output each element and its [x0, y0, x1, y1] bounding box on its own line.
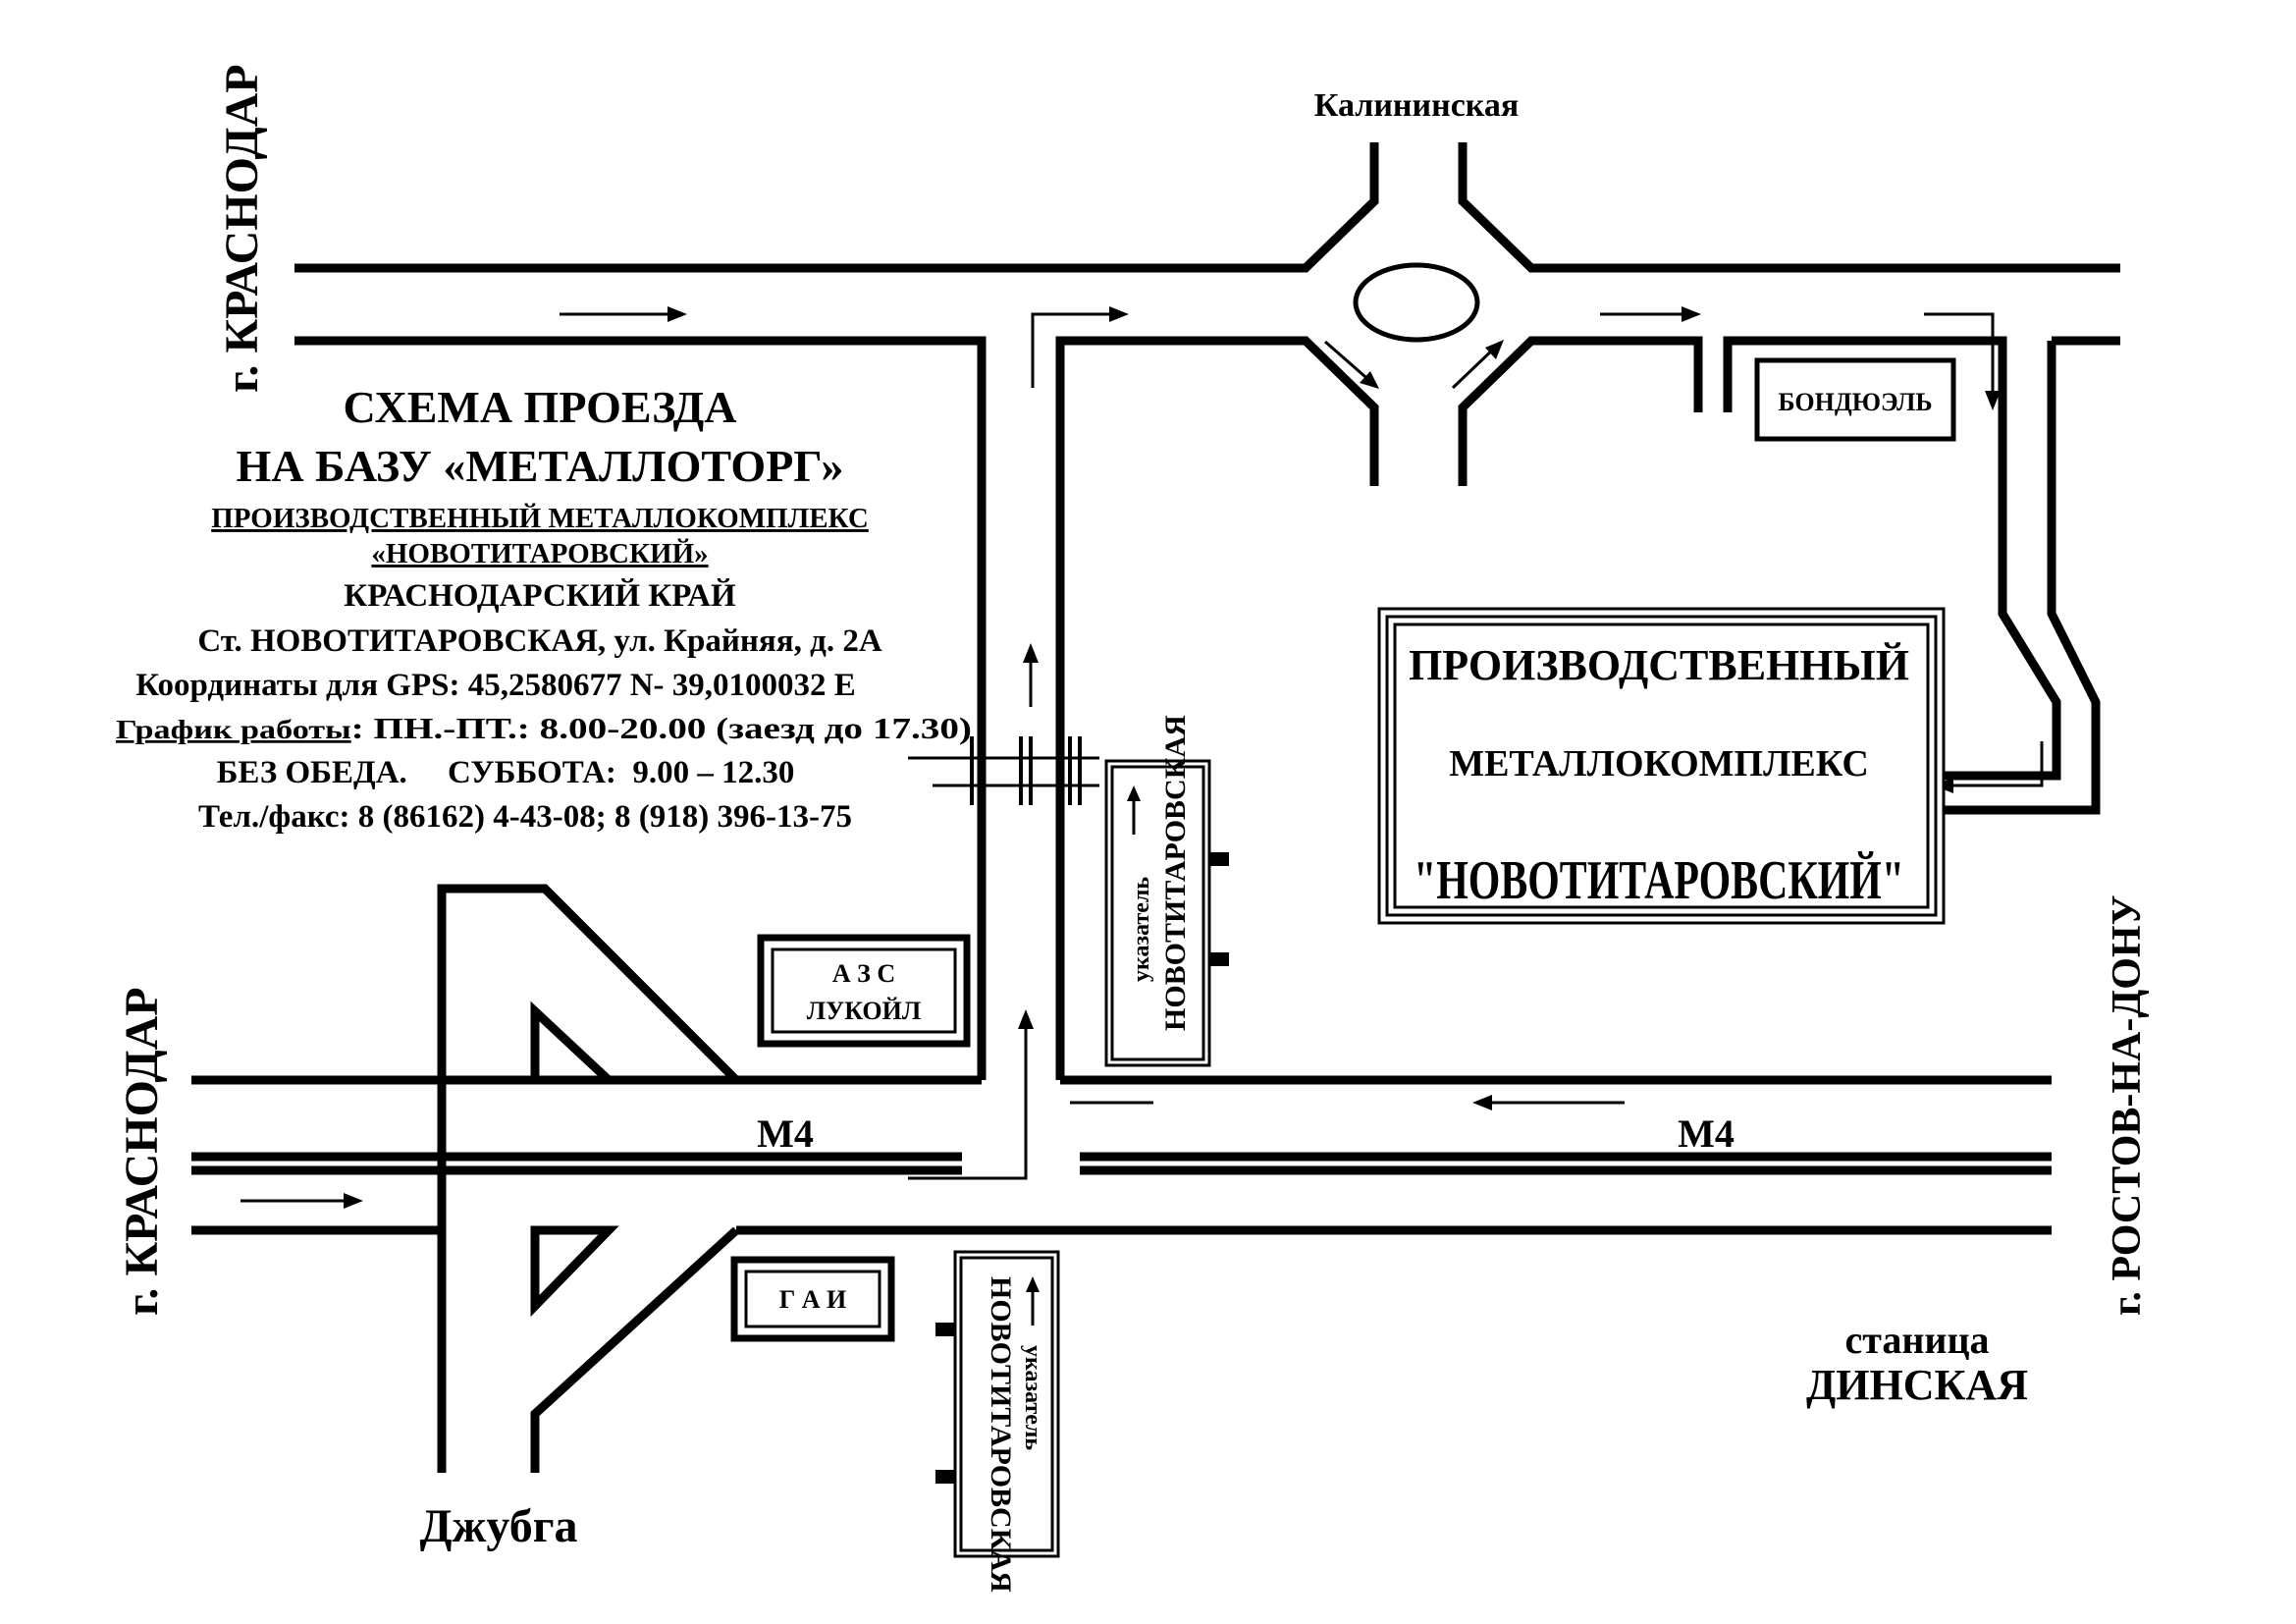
subtitle-line1: ПРОИЗВОДСТВЕННЫЙ МЕТАЛЛОКОМПЛЕКС: [211, 502, 869, 534]
schedule-hours: : ПН.-ПТ.: 8.00-20.00 (заезд до 17.30): [351, 711, 972, 745]
azs-label: А З С: [832, 959, 895, 988]
bonduel-label: БОНДЮЭЛЬ: [1778, 388, 1932, 416]
sign-lower-word1: указатель: [1020, 1345, 1045, 1450]
region: КРАСНОДАРСКИЙ КРАЙ: [344, 577, 736, 614]
dinskaya-label-line2: ДИНСКАЯ: [1806, 1361, 2028, 1409]
complex-box: ПРОИЗВОДСТВЕННЫЙ МЕТАЛЛОКОМПЛЕКС "НОВОТИ…: [1377, 607, 1946, 925]
gai-label: Г А И: [779, 1285, 847, 1314]
rostov-label: г. РОСТОВ-НА-ДОНУ: [2105, 895, 2150, 1316]
top-road: [294, 142, 2120, 1080]
sign-upper-word2: НОВОТИТАРОВСКАЯ: [1159, 715, 1192, 1031]
m4-label-left: М4: [757, 1111, 814, 1156]
address: Ст. НОВОТИТАРОВСКАЯ, ул. Крайняя, д. 2А: [197, 623, 881, 659]
complex-line2: МЕТАЛЛОКОМПЛЕКС: [1449, 743, 1869, 785]
dzhubga-label: Джубга: [420, 1500, 578, 1552]
subtitle-line2: «НОВОТИТАРОВСКИЙ»: [371, 537, 708, 569]
direction-sign-lower: указатель НОВОТИТАРОВСКАЯ: [935, 1250, 1060, 1593]
schedule-line2: БЕЗ ОБЕДА. СУББОТА: 9.00 – 12.30: [217, 755, 795, 790]
direction-sign-upper: указатель НОВОТИТАРОВСКАЯ: [1104, 715, 1229, 1067]
krasnodar-label-top: г. КРАСНОДАР: [216, 64, 268, 393]
azs-lukoil-box: А З С ЛУКОЙЛ: [757, 934, 971, 1048]
bonduel-box: БОНДЮЭЛЬ: [1754, 357, 1956, 442]
krasnodar-label-left: г. КРАСНОДАР: [116, 987, 168, 1316]
dzhubga-junction: [437, 884, 740, 1473]
lukoil-label: ЛУКОЙЛ: [807, 997, 921, 1025]
gai-box: Г А И: [730, 1256, 895, 1342]
header-block: СХЕМА ПРОЕЗДА НА БАЗУ «МЕТАЛЛОТОРГ» ПРОИ…: [116, 382, 972, 835]
m4-label-right: М4: [1678, 1111, 1735, 1156]
page-title-line1: СХЕМА ПРОЕЗДА: [343, 382, 736, 432]
route-arrows: [240, 306, 2044, 1209]
roundabout-island: [1353, 262, 1480, 343]
overpass-marks: [908, 736, 1099, 805]
schedule-label: График работы: [116, 715, 351, 744]
page-title-line2: НА БАЗУ «МЕТАЛЛОТОРГ»: [237, 441, 844, 491]
complex-line1: ПРОИЗВОДСТВЕННЫЙ: [1409, 641, 1909, 689]
gps-coordinates: Координаты для GPS: 45,2580677 N- 39,010…: [135, 668, 856, 703]
kalininskaya-label: Калининская: [1314, 87, 1520, 124]
phone-fax: Тел./факс: 8 (86162) 4-43-08; 8 (918) 39…: [198, 799, 852, 835]
m4-highway: [191, 1075, 2052, 1235]
schedule-line1: График работы: ПН.-ПТ.: 8.00-20.00 (заез…: [116, 711, 972, 745]
sign-lower-word2: НОВОТИТАРОВСКАЯ: [985, 1276, 1017, 1593]
complex-line3: "НОВОТИТАРОВСКИЙ": [1414, 850, 1904, 911]
sign-upper-word1: указатель: [1129, 877, 1154, 982]
dinskaya-label-line1: станица: [1844, 1318, 1989, 1362]
